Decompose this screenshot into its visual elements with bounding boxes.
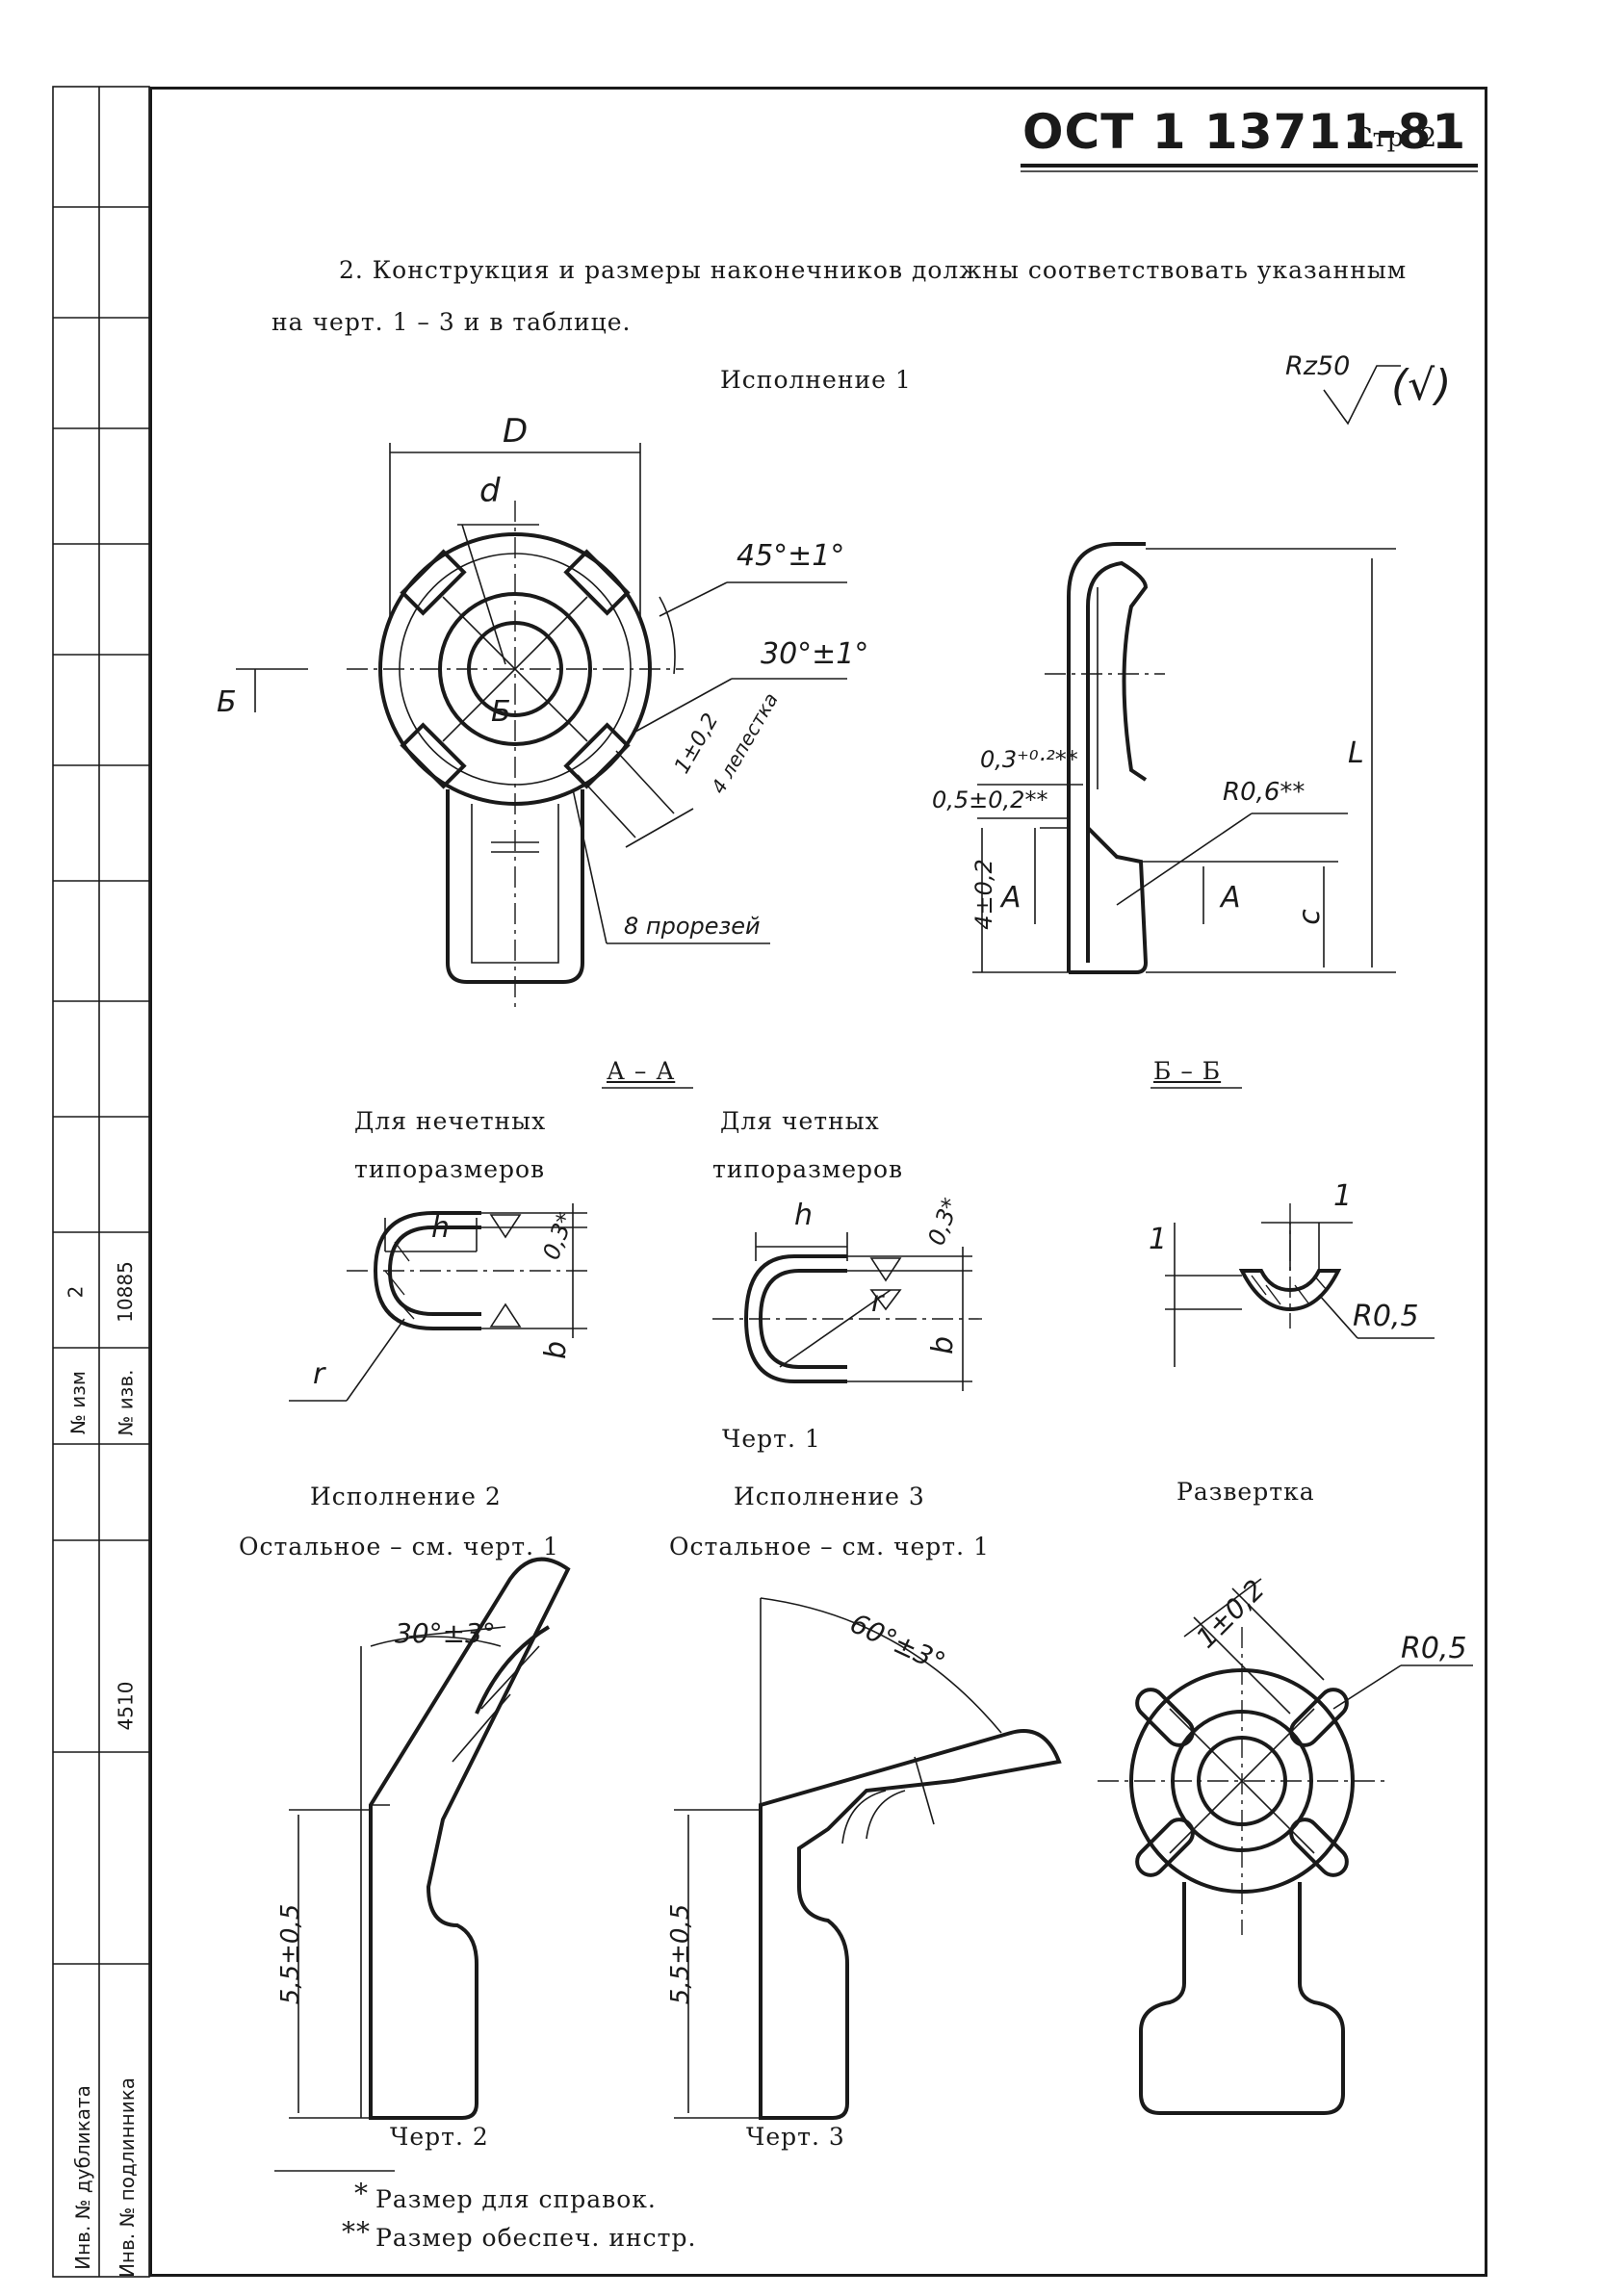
stamp-orig-no: 4510 [114,1681,138,1731]
dim-d: d [479,472,501,510]
stamp-notice-no-label: № изв. [114,1369,138,1436]
drawing-frame [149,87,1487,2277]
dim-L: L [1348,736,1364,770]
execution3-rest-note: Остальное – см. черт. 1 [669,1533,990,1561]
stamp-notice-no: 10885 [113,1261,137,1323]
dim-t1: 0,3⁺⁰·²** [980,746,1078,773]
figure-1-caption: Черт. 1 [722,1425,821,1453]
execution1-side-view [972,542,1396,974]
dim-slots: 8 прорезей [624,913,761,940]
dim-R05-development: R0,5 [1401,1632,1467,1665]
odd-caption-1: Для нечетных [354,1107,547,1135]
dim-1-bb-left: 1 [1149,1223,1168,1256]
section-bb [1151,1087,1435,1367]
dim-r-odd: r [313,1357,325,1391]
execution3-title: Исполнение 3 [734,1483,925,1510]
section-aa-even [712,1232,982,1391]
dim-5-5-exec2: 5,5±0,5 [276,1903,306,2005]
development-view [1098,1578,1473,2115]
even-caption-2: типоразмеров [712,1155,904,1183]
execution2-title: Исполнение 2 [310,1483,502,1510]
roughness-rest: (√) [1391,361,1452,410]
standard-number: ОСТ 1 13711-81 [1022,104,1467,160]
dim-1-bb-top: 1 [1333,1179,1353,1213]
intro-line-1: 2. Конструкция и размеры наконечников до… [339,256,1408,284]
section-mark-b-center: Б [491,695,511,729]
stamp-change-no: 2 [64,1285,88,1299]
section-mark-b-left: Б [217,685,237,719]
dim-angle-30-3: 30°±3° [395,1617,496,1649]
stamp-change-no-label: № изм [65,1371,90,1434]
figure-3-caption: Черт. 3 [746,2123,845,2151]
dim-R05-bb: R0,5 [1353,1300,1419,1333]
stamp-grid [52,86,150,2278]
dim-h-even: h [794,1199,814,1232]
footnote-ref: Размер для справок. [375,2185,657,2213]
dim-b-even: b [926,1335,961,1355]
dim-4: 4±0,2 [970,859,997,930]
dim-D: D [503,412,529,451]
stamp-orig-label: Инв. № подлинника [116,2077,140,2279]
figure-2-caption: Черт. 2 [390,2123,489,2151]
even-caption-1: Для четных [720,1107,880,1135]
odd-caption-2: типоразмеров [354,1155,546,1183]
section-bb-title: Б – Б [1153,1057,1222,1085]
footnote-ref-mark: * [354,2178,369,2209]
dim-30: 30°±1° [761,637,869,671]
footnote-tool: Размер обеспеч. инстр. [375,2224,697,2252]
stamp-dup-label: Инв. № дубликата [70,2085,94,2270]
section-aa-odd [289,1087,693,1402]
section-mark-a-left: А [1001,881,1021,915]
dim-5-5-exec3: 5,5±0,5 [666,1903,696,2005]
roughness-value: Rz50 [1285,351,1351,381]
execution1-front-view [236,443,847,1011]
section-aa-title: А – А [607,1057,676,1085]
development-title: Развертка [1176,1478,1315,1506]
dim-t2: 0,5±0,2** [932,787,1048,813]
execution1-title: Исполнение 1 [720,366,912,394]
dim-b-odd: b [539,1340,574,1360]
dim-c: c [1292,909,1327,925]
dim-R06: R0,6** [1223,778,1306,807]
intro-line-2: на черт. 1 – 3 и в таблице. [271,308,632,336]
dim-r-even: r [871,1285,884,1319]
execution2-view [289,1557,571,2120]
dim-h-odd: h [431,1211,451,1245]
dim-45: 45°±1° [737,539,845,573]
page-number: Стр. 2 [1353,123,1437,153]
section-mark-a-right: А [1221,881,1241,915]
footnote-tool-mark: ** [342,2216,371,2248]
execution2-rest-note: Остальное – см. черт. 1 [239,1533,559,1561]
execution3-view [674,1597,1062,2120]
